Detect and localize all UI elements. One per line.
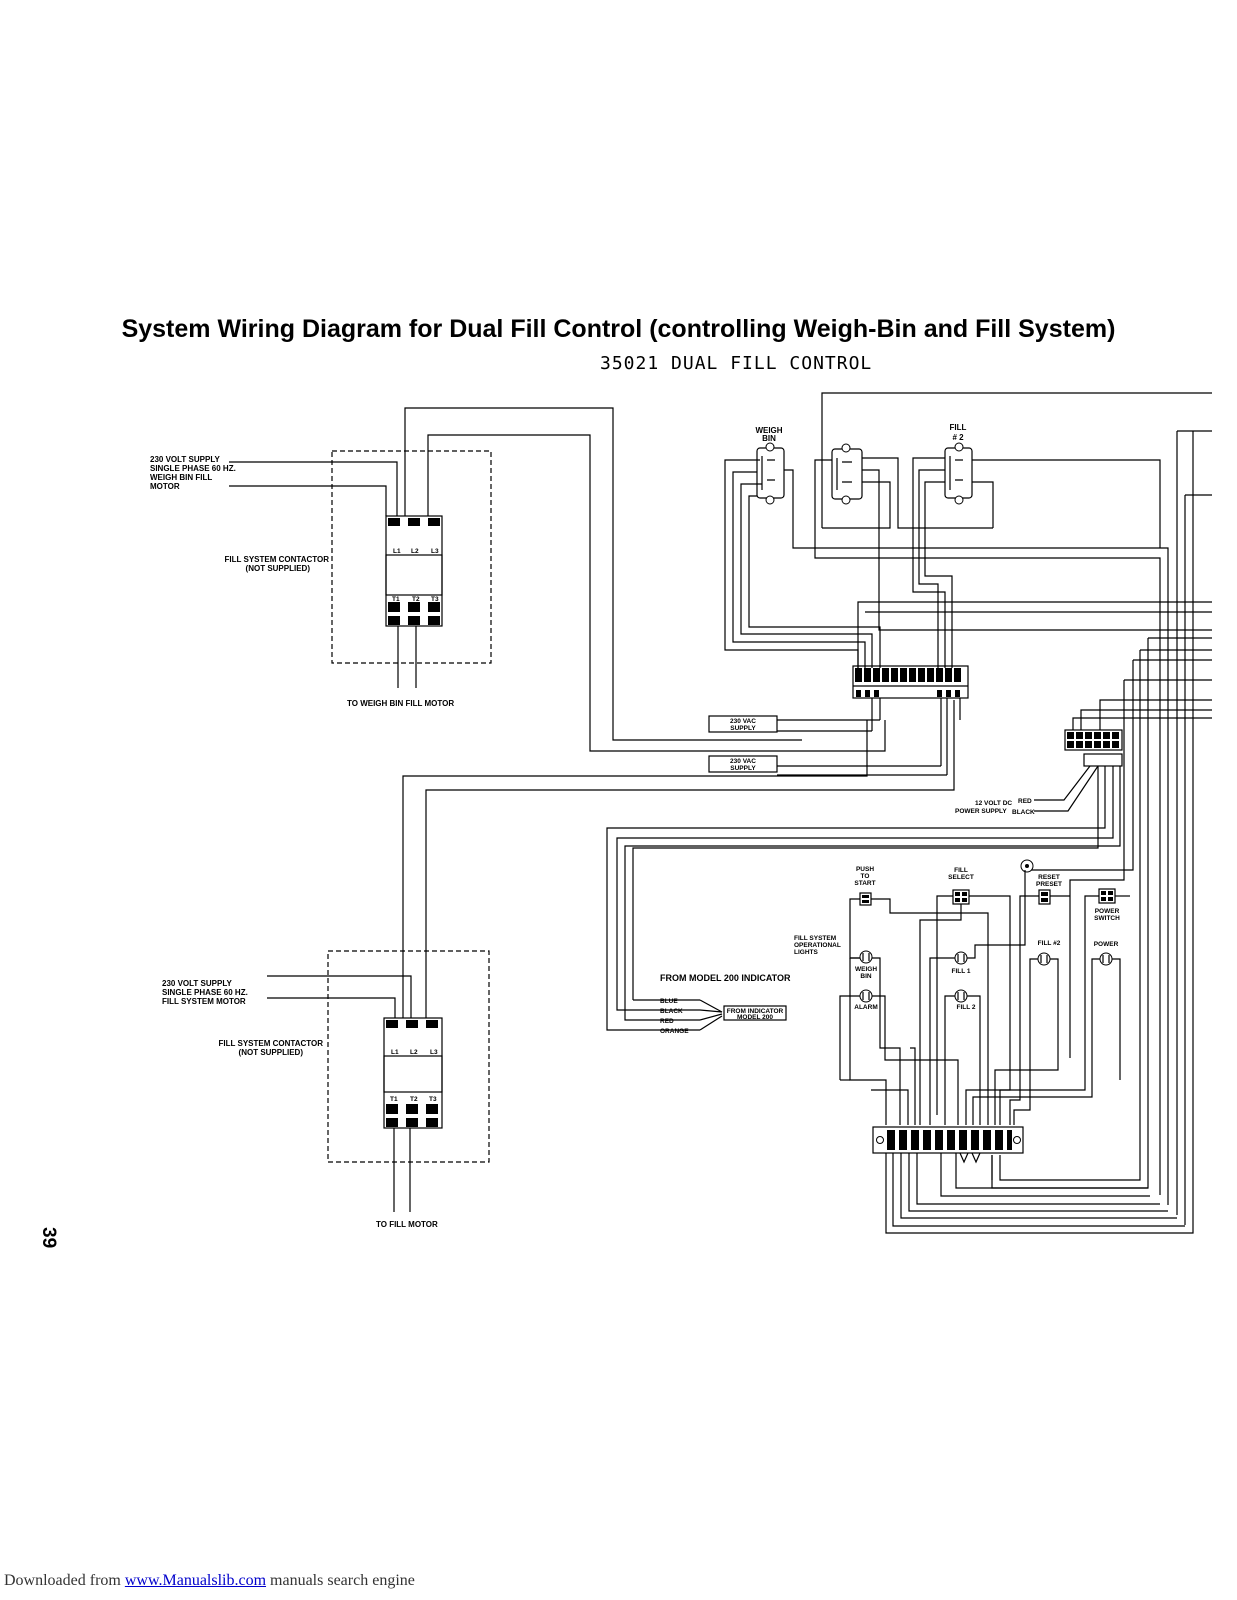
vac-supply-2: 230 VAC SUPPLY bbox=[708, 755, 947, 776]
contactor-bottom-label2: (NOT SUPPLIED) bbox=[239, 1048, 304, 1057]
dc-supply-label1: 12 VOLT DC bbox=[975, 800, 1012, 807]
vac-supply-1: 230 VAC SUPPLY bbox=[708, 715, 880, 733]
wire-black: BLACK bbox=[660, 1008, 683, 1015]
diagram-subtitle: 35021 DUAL FILL CONTROL bbox=[600, 353, 873, 374]
supply-bottom-line1: 230 VOLT SUPPLY bbox=[162, 979, 232, 988]
weigh-bin-label1: WEIGH bbox=[855, 966, 877, 973]
vac1-label2: SUPPLY bbox=[730, 725, 756, 732]
footer-prefix: Downloaded from bbox=[4, 1572, 125, 1589]
contactor-bottom-t3: T3 bbox=[429, 1096, 437, 1103]
contactor-top-l1: L1 bbox=[393, 548, 401, 555]
vac2-label2: SUPPLY bbox=[730, 765, 756, 772]
fill-2-light-label: FILL #2 bbox=[1038, 940, 1061, 947]
supply-top-line2: SINGLE PHASE 60 HZ. bbox=[150, 464, 236, 473]
fill-2-light bbox=[1037, 952, 1051, 966]
alarm-light bbox=[859, 989, 873, 1003]
contactor-bottom-l1: L1 bbox=[391, 1049, 399, 1056]
contactor-top-label1: FILL SYSTEM CONTACTOR bbox=[225, 555, 330, 564]
indicator-box-label2: MODEL 200 bbox=[737, 1014, 773, 1021]
weigh-bin-label2: BIN bbox=[860, 973, 872, 980]
contactor-bottom-label1: FILL SYSTEM CONTACTOR bbox=[219, 1039, 324, 1048]
fill1-light bbox=[954, 951, 968, 965]
wire-red: RED bbox=[660, 1018, 674, 1025]
push-to-start-label3: START bbox=[854, 880, 875, 887]
supply-top-line1: 230 VOLT SUPPLY bbox=[150, 455, 220, 464]
lights-label3: LIGHTS bbox=[794, 949, 818, 956]
reset-preset-label2: PRESET bbox=[1036, 881, 1062, 888]
power-label: POWER bbox=[1094, 941, 1119, 948]
lights-label2: OPERATIONAL bbox=[794, 942, 841, 949]
vac1-label1: 230 VAC bbox=[730, 718, 756, 725]
indicator-box-label1: FROM INDICATOR bbox=[727, 1008, 784, 1015]
push-to-start-label1: PUSH bbox=[856, 866, 874, 873]
push-to-start-label2: TO bbox=[861, 873, 870, 880]
relay-middle bbox=[831, 443, 863, 505]
power-switch-label2: SWITCH bbox=[1094, 915, 1120, 922]
dc-wire-red: RED bbox=[1018, 798, 1032, 805]
control-panel: PUSH TO START FILL SELECT RESET PRESET P… bbox=[794, 859, 1130, 1125]
relay-weigh-bin-label1: WEIGH bbox=[755, 426, 782, 435]
contactor-bottom: L1 L2 L3 T1 T2 T3 230 VOLT SUPPLY SINGLE… bbox=[162, 700, 955, 1229]
weigh-bin-light bbox=[859, 950, 873, 964]
contactor-top-output: TO WEIGH BIN FILL MOTOR bbox=[347, 699, 454, 708]
indicator-heading: FROM MODEL 200 INDICATOR bbox=[660, 973, 791, 983]
dc-wire-black: BLACK bbox=[1012, 809, 1035, 816]
reset-preset-label1: RESET bbox=[1038, 874, 1060, 881]
relay-fill2-label2: # 2 bbox=[952, 433, 964, 442]
footer: Downloaded from www.Manualslib.com manua… bbox=[4, 1572, 415, 1590]
footer-suffix: manuals search engine bbox=[266, 1572, 415, 1589]
fill2-label: FILL 2 bbox=[956, 1004, 975, 1011]
page-title: System Wiring Diagram for Dual Fill Cont… bbox=[121, 315, 1116, 343]
power-light bbox=[1099, 952, 1113, 966]
contactor-bottom-l2: L2 bbox=[410, 1049, 418, 1056]
contactor-top-enclosure bbox=[331, 450, 492, 664]
footer-link[interactable]: www.Manualslib.com bbox=[124, 1572, 267, 1589]
contactor-bottom-enclosure bbox=[327, 950, 490, 1163]
lights-label1: FILL SYSTEM bbox=[794, 935, 836, 942]
contactor-top-l2: L2 bbox=[411, 548, 419, 555]
supply-top-line3: WEIGH BIN FILL bbox=[150, 473, 212, 482]
contactor-bottom-l3: L3 bbox=[430, 1049, 438, 1056]
vac2-label1: 230 VAC bbox=[730, 758, 756, 765]
contactor-top-t2: T2 bbox=[412, 596, 420, 603]
terminal-strip-bottom bbox=[872, 431, 1194, 1234]
contactor-top-t3: T3 bbox=[431, 596, 439, 603]
wire-blue: BLUE bbox=[660, 998, 678, 1005]
fill-select-label2: SELECT bbox=[948, 874, 974, 881]
relay-fill-2: FILL # 2 bbox=[944, 423, 973, 505]
contactor-bottom-t1: T1 bbox=[390, 1096, 398, 1103]
dc-supply-label2: POWER SUPPLY bbox=[955, 808, 1007, 815]
terminal-strip-top bbox=[852, 665, 969, 775]
fill-select-label1: FILL bbox=[954, 867, 968, 874]
contactor-top-label2: (NOT SUPPLIED) bbox=[246, 564, 311, 573]
relay-weigh-bin-label2: BIN bbox=[762, 434, 776, 443]
relay-fill2-label1: FILL bbox=[950, 423, 967, 432]
supply-bottom-line2: SINGLE PHASE 60 HZ. bbox=[162, 988, 248, 997]
fill2-light bbox=[954, 989, 968, 1003]
supply-bottom-line3: FILL SYSTEM MOTOR bbox=[162, 997, 246, 1006]
fill1-label: FILL 1 bbox=[951, 968, 970, 975]
power-switch-label1: POWER bbox=[1095, 908, 1120, 915]
supply-top-line4: MOTOR bbox=[150, 482, 180, 491]
contactor-bottom-output: TO FILL MOTOR bbox=[376, 1220, 438, 1229]
indicator-input: FROM MODEL 200 INDICATOR BLUE BLACK RED … bbox=[632, 766, 1099, 1035]
alarm-label: ALARM bbox=[854, 1004, 877, 1011]
contactor-bottom-t2: T2 bbox=[410, 1096, 418, 1103]
contactor-top-l3: L3 bbox=[431, 548, 439, 555]
wire-orange: ORANGE bbox=[660, 1028, 689, 1035]
relay-weigh-bin: WEIGH BIN bbox=[755, 426, 785, 505]
contactor-top-t1: T1 bbox=[392, 596, 400, 603]
contactor-top: L1 L2 L3 T1 T2 T3 230 VOLT SUPPLY SINGLE… bbox=[150, 407, 886, 752]
